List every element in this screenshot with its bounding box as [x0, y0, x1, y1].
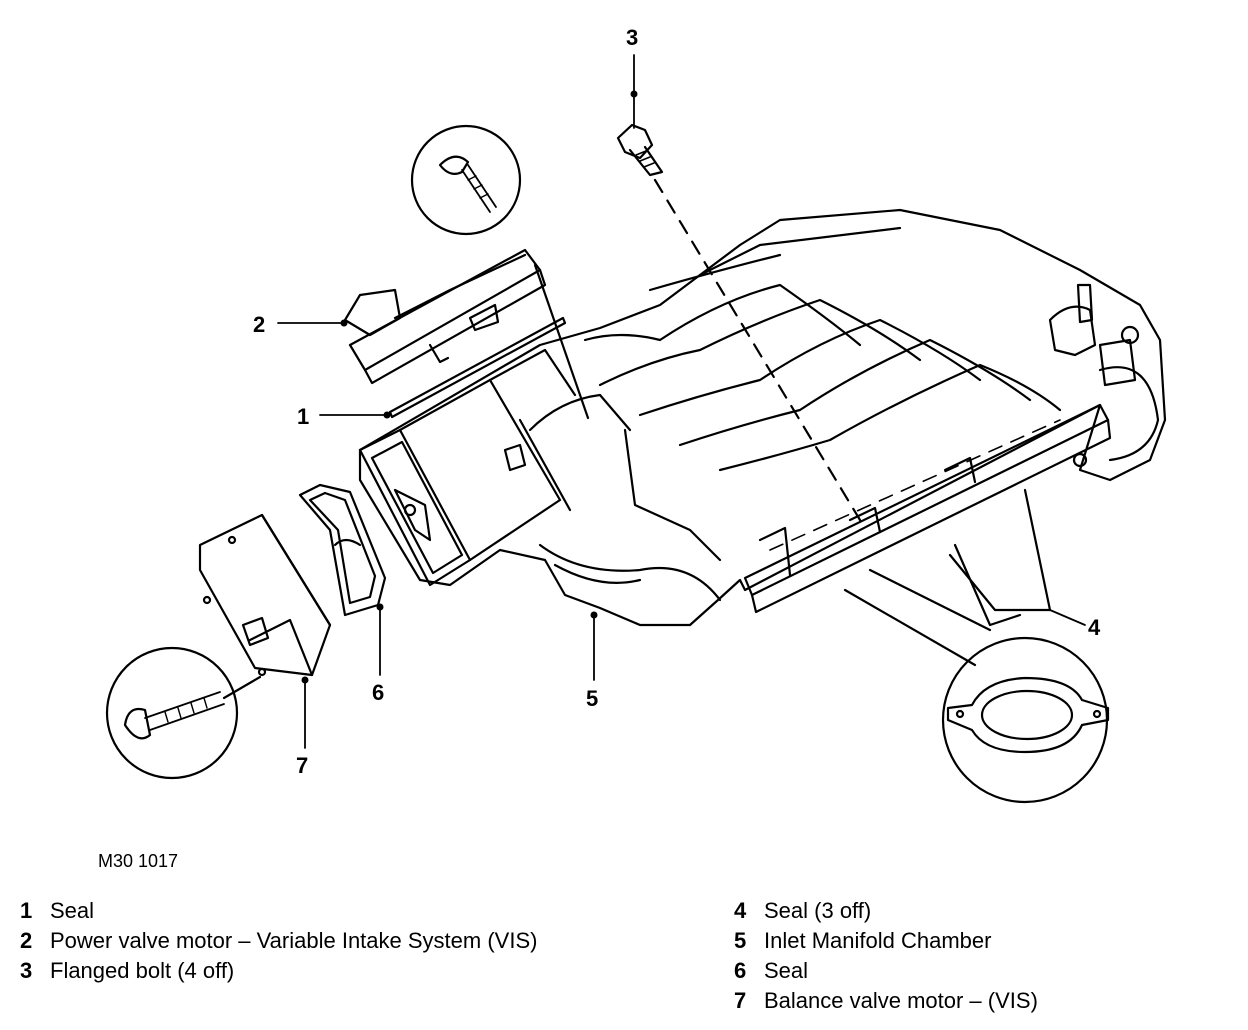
legend-item: 6 Seal: [734, 956, 1234, 986]
balance-motor-screw-magnifier: [105, 646, 239, 780]
callout-2: 2: [253, 312, 265, 337]
legend-number: 1: [20, 898, 33, 923]
legend-text: Balance valve motor – (VIS): [764, 988, 1038, 1013]
callout-leaders: [277, 54, 1086, 749]
legend-item: 7 Balance valve motor – (VIS): [734, 986, 1234, 1016]
legend-text: Power valve motor – Variable Intake Syst…: [50, 928, 538, 953]
seal-4: [946, 676, 1110, 754]
inlet-manifold-chamber: [358, 208, 1167, 627]
legend-text: Seal: [764, 958, 809, 983]
legend-right-column: 4 Seal (3 off) 5 Inlet Manifold Chamber …: [734, 896, 1234, 1016]
seal-1: [388, 316, 567, 419]
legend-number: 7: [734, 988, 747, 1013]
callout-dots: [301, 90, 638, 684]
power-motor-screw-magnifier: [410, 124, 522, 236]
legend-text: Inlet Manifold Chamber: [764, 928, 992, 953]
legend-number: 4: [734, 898, 747, 923]
legend-number: 3: [20, 958, 33, 983]
seal-4-magnifier: [941, 636, 1109, 804]
balance-motor-screw: [123, 675, 262, 740]
callout-6: 6: [372, 680, 384, 705]
callout-1: 1: [297, 404, 309, 429]
flanged-bolt: [616, 123, 664, 177]
legend-number: 5: [734, 928, 747, 953]
legend-item: 2 Power valve motor – Variable Intake Sy…: [20, 926, 580, 956]
power-motor-screw: [438, 155, 497, 213]
figure-reference-code: M30 1017: [98, 851, 179, 871]
legend-number: 2: [20, 928, 33, 953]
legend-left-column: 1 Seal 2 Power valve motor – Variable In…: [20, 896, 580, 986]
callout-4: 4: [1088, 615, 1101, 640]
callout-7: 7: [296, 753, 308, 778]
legend-number: 6: [734, 958, 747, 983]
flange-guide-line: [769, 419, 1061, 551]
legend-item: 3 Flanged bolt (4 off): [20, 956, 580, 986]
seal-4-pointer-lines: [843, 488, 1052, 667]
seal-6: [298, 483, 387, 617]
legend-text: Seal (3 off): [764, 898, 872, 923]
legend-item: 5 Inlet Manifold Chamber: [734, 926, 1234, 956]
exploded-diagram: 3 2 1 4 6 5 7: [105, 25, 1167, 804]
legend-text: Flanged bolt (4 off): [50, 958, 235, 983]
legend-text: Seal: [50, 898, 95, 923]
legend-item: 4 Seal (3 off): [734, 896, 1234, 926]
legend-item: 1 Seal: [20, 896, 580, 926]
callout-3: 3: [626, 25, 638, 50]
balance-valve-motor: [198, 513, 332, 677]
callout-5: 5: [586, 686, 598, 711]
bolt-3-guide-line: [653, 178, 862, 522]
power-valve-motor: [343, 248, 590, 420]
